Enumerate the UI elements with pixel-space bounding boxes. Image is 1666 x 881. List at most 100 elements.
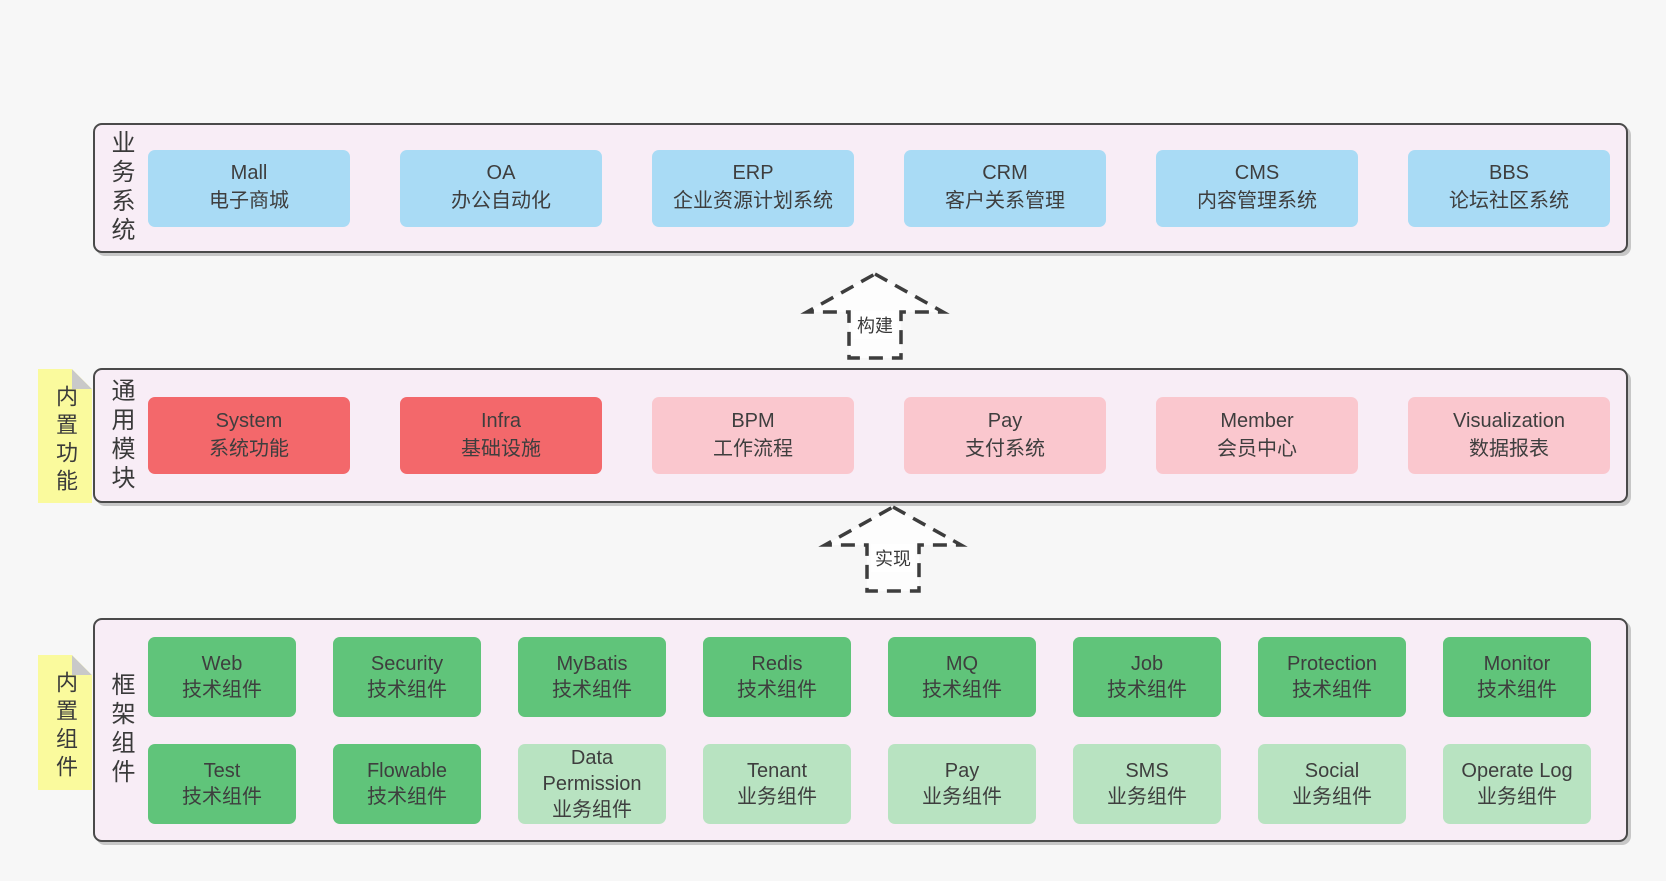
node-subtitle: 业务组件 — [552, 798, 632, 821]
node-title: Visualization — [1453, 409, 1565, 432]
node-data-permission: Data Permission 业务组件 — [518, 743, 666, 824]
node-title: Operate Log — [1461, 759, 1573, 782]
node-subtitle: 内容管理系统 — [1197, 190, 1317, 212]
node-title: Data Permission — [542, 746, 642, 795]
node-job: Job 技术组件 — [1073, 636, 1221, 717]
node-title: MQ — [945, 652, 979, 675]
band-rows: System 系统功能 Infra 基础设施 BPM 工作流程 Pay 支付系统 Member 会… — [148, 397, 1626, 474]
node-subtitle: 电子商城 — [209, 190, 289, 212]
node-subtitle: 技术组件 — [1477, 678, 1557, 701]
node-title: Pay — [987, 409, 1023, 432]
node-title: Job — [1130, 652, 1164, 675]
node-subtitle: 技术组件 — [182, 785, 262, 808]
node-test: Test 技术组件 — [148, 743, 296, 824]
node-title: Security — [370, 652, 444, 675]
node-system: System 系统功能 — [148, 397, 350, 474]
node-title: Mall — [230, 162, 268, 185]
node-subtitle: 技术组件 — [552, 678, 632, 701]
node-bbs: BBS 论坛社区系统 — [1408, 149, 1610, 227]
node-subtitle: 技术组件 — [182, 678, 262, 701]
node-title: Flowable — [366, 759, 448, 782]
node-flowable: Flowable 技术组件 — [333, 743, 481, 824]
node-subtitle: 业务组件 — [1107, 785, 1187, 808]
node-title: Infra — [480, 409, 522, 432]
node-member: Member 会员中心 — [1156, 397, 1358, 474]
node-monitor: Monitor 技术组件 — [1443, 636, 1591, 717]
node-title: BBS — [1488, 162, 1530, 185]
node-security: Security 技术组件 — [333, 636, 481, 717]
node-title: Protection — [1286, 652, 1378, 675]
node-title: Test — [203, 759, 241, 782]
node-redis: Redis 技术组件 — [703, 636, 851, 717]
node-mq: MQ 技术组件 — [888, 636, 1036, 717]
band-label-business-systems: 业务系统 — [107, 130, 134, 246]
band-label-framework-components: 框架组件 — [107, 672, 134, 788]
node-subtitle: 技术组件 — [737, 678, 817, 701]
node-title: Web — [201, 652, 243, 675]
node-title: Pay — [944, 759, 980, 782]
node-web: Web 技术组件 — [148, 636, 296, 717]
node-title: Member — [1220, 409, 1294, 432]
sticky-note-label: 内置组件 — [53, 671, 78, 783]
node-title: CMS — [1234, 162, 1280, 185]
arrow-build-label: 构建 — [853, 311, 897, 339]
node-subtitle: 技术组件 — [367, 678, 447, 701]
node-title: Social — [1304, 759, 1360, 782]
node-title: OA — [486, 162, 516, 185]
node-title: MyBatis — [556, 652, 628, 675]
node-title: Monitor — [1483, 652, 1551, 675]
node-subtitle: 业务组件 — [1477, 785, 1557, 808]
node-title: Tenant — [746, 759, 808, 782]
node-title: CRM — [982, 162, 1028, 185]
arrow-implement-label: 实现 — [871, 544, 915, 572]
node-subtitle: 业务组件 — [737, 785, 817, 808]
node-erp: ERP 企业资源计划系统 — [652, 149, 854, 227]
node-title: ERP — [732, 162, 774, 185]
folded-corner-icon — [72, 369, 92, 389]
node-pay: Pay 业务组件 — [888, 743, 1036, 824]
node-tenant: Tenant 业务组件 — [703, 743, 851, 824]
node-oa: OA 办公自动化 — [400, 149, 602, 227]
node-subtitle: 技术组件 — [922, 678, 1002, 701]
node-title: Redis — [751, 652, 803, 675]
node-subtitle: 企业资源计划系统 — [673, 190, 833, 212]
node-mybatis: MyBatis 技术组件 — [518, 636, 666, 717]
node-subtitle: 系统功能 — [209, 437, 289, 460]
node-subtitle: 业务组件 — [922, 785, 1002, 808]
node-subtitle: 工作流程 — [713, 437, 793, 460]
node-subtitle: 基础设施 — [461, 437, 541, 460]
node-title: BPM — [731, 409, 775, 432]
sticky-note-label: 内置功能 — [53, 385, 78, 497]
node-subtitle: 支付系统 — [965, 437, 1045, 460]
band-label-common-modules: 通用模块 — [107, 377, 134, 494]
node-bpm: BPM 工作流程 — [652, 397, 854, 474]
node-sms: SMS 业务组件 — [1073, 743, 1221, 824]
node-subtitle: 会员中心 — [1217, 437, 1297, 460]
node-subtitle: 技术组件 — [367, 785, 447, 808]
arrow-build: 构建 — [800, 271, 950, 360]
arrow-implement: 实现 — [818, 504, 968, 593]
node-subtitle: 技术组件 — [1107, 678, 1187, 701]
node-infra: Infra 基础设施 — [400, 397, 602, 474]
node-operate-log: Operate Log 业务组件 — [1443, 743, 1591, 824]
node-title: SMS — [1125, 759, 1169, 782]
sticky-note-built-in-features: 内置功能 — [38, 369, 92, 503]
node-pay: Pay 支付系统 — [904, 397, 1106, 474]
band-common-modules: 通用模块 System 系统功能 Infra 基础设施 BPM 工作流程 Pay 支付系统 Me… — [93, 368, 1628, 503]
node-cms: CMS 内容管理系统 — [1156, 149, 1358, 227]
node-title: System — [215, 409, 283, 432]
node-subtitle: 论坛社区系统 — [1449, 190, 1569, 212]
node-subtitle: 办公自动化 — [451, 190, 551, 212]
